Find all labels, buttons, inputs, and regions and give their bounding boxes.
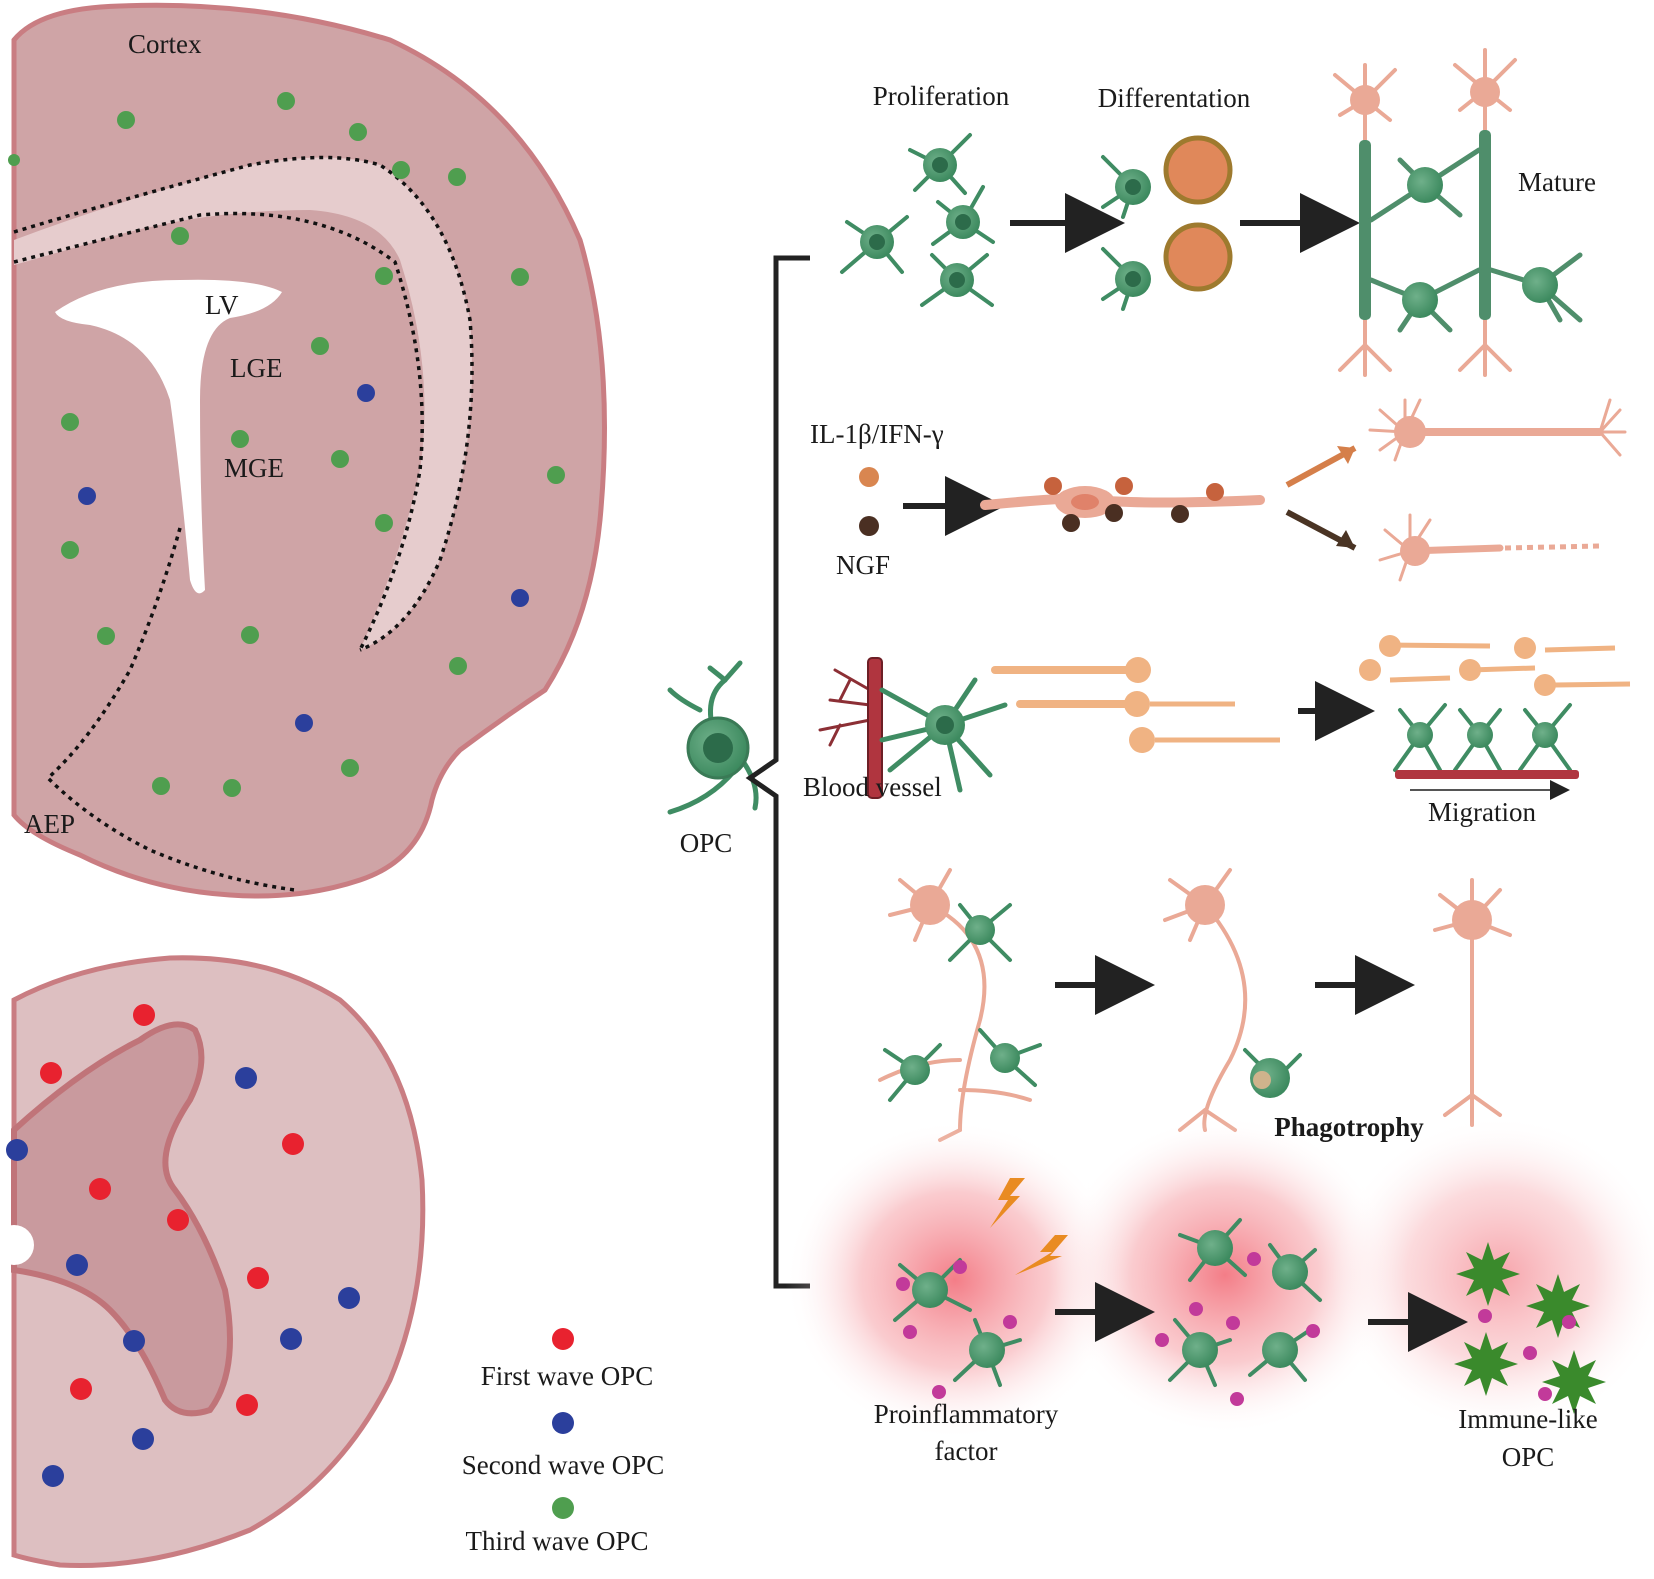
- proinflammatory-label-line2: factor: [934, 1436, 998, 1466]
- differentiation-cells: [1101, 135, 1233, 311]
- legend-first-wave-dot: [552, 1328, 574, 1350]
- inflammation-glow-2: [1055, 1115, 1395, 1435]
- brain-second-wave-dots: [78, 384, 529, 732]
- lightning-icon: [990, 1178, 1025, 1228]
- spinal-first-wave-dots: [40, 1004, 304, 1416]
- cortex-label: Cortex: [128, 29, 202, 59]
- legend-second-wave-dot: [552, 1412, 574, 1434]
- spinal-cord-section: [0, 955, 426, 1569]
- mature-myelination: [1333, 48, 1583, 377]
- mge-label: MGE: [224, 453, 284, 483]
- cytokine-label: IL-1β/IFN-γ: [810, 419, 944, 449]
- proliferation-label: Proliferation: [872, 81, 1010, 111]
- opc-label: OPC: [679, 828, 733, 858]
- lightning-icon-2: [1015, 1235, 1068, 1275]
- inflammation-glow-1: [785, 1120, 1125, 1440]
- perivascular-opc: [879, 677, 1008, 793]
- white-matter-dotted-inner: [13, 211, 424, 651]
- inflamed-opcs: [893, 1218, 1322, 1406]
- lv-label: LV: [205, 290, 239, 320]
- migrated-opc-layer: [1359, 635, 1631, 800]
- immune-like-label-line1: Immune-like: [1458, 1404, 1598, 1434]
- brain-outline: [11, 2, 607, 899]
- cytokine-dot: [859, 467, 879, 487]
- proinflammatory-label-line1: Proinflammatory: [873, 1399, 1059, 1429]
- degenerated-neuron: [1378, 513, 1601, 582]
- spinal-second-wave-dots: [6, 1067, 360, 1487]
- aep-border: [45, 527, 296, 892]
- ngf-label: NGF: [836, 550, 891, 580]
- ngf-dot: [859, 516, 879, 536]
- central-canal: [0, 1225, 34, 1265]
- legend-first-wave-label: First wave OPC: [480, 1361, 654, 1391]
- immune-like-opcs: [1454, 1242, 1606, 1414]
- immune-like-label-line2: OPC: [1501, 1442, 1555, 1472]
- legend-third-wave-label: Third wave OPC: [465, 1526, 649, 1556]
- brain-section: [8, 2, 607, 899]
- white-matter-dotted-outer: [13, 155, 474, 652]
- mature-label: Mature: [1518, 167, 1596, 197]
- differentiation-label: Differentation: [1097, 83, 1251, 113]
- legend-dots: [552, 1328, 574, 1519]
- legend-third-wave-dot: [552, 1497, 574, 1519]
- phagotrophy-label: Phagotrophy: [1274, 1112, 1424, 1142]
- functions-bracket: [745, 255, 810, 1289]
- bipolar-opc: [980, 477, 1265, 532]
- lateral-ventricle: [55, 279, 282, 594]
- phagotrophy-neurons: [878, 868, 1512, 1142]
- opc-central-cell: [667, 660, 759, 815]
- healthy-neuron: [1368, 398, 1627, 462]
- blood-vessel: [818, 657, 883, 799]
- migration-label: Migration: [1428, 797, 1536, 827]
- lge-label: LGE: [230, 353, 283, 383]
- aep-label: AEP: [24, 809, 76, 839]
- brain-third-wave-dots: [8, 92, 565, 797]
- blood-vessel-label: Blood vessel: [803, 772, 942, 802]
- legend-second-wave-label: Second wave OPC: [461, 1450, 665, 1480]
- migrating-neurons: [991, 657, 1280, 753]
- proliferation-cells: [840, 133, 995, 307]
